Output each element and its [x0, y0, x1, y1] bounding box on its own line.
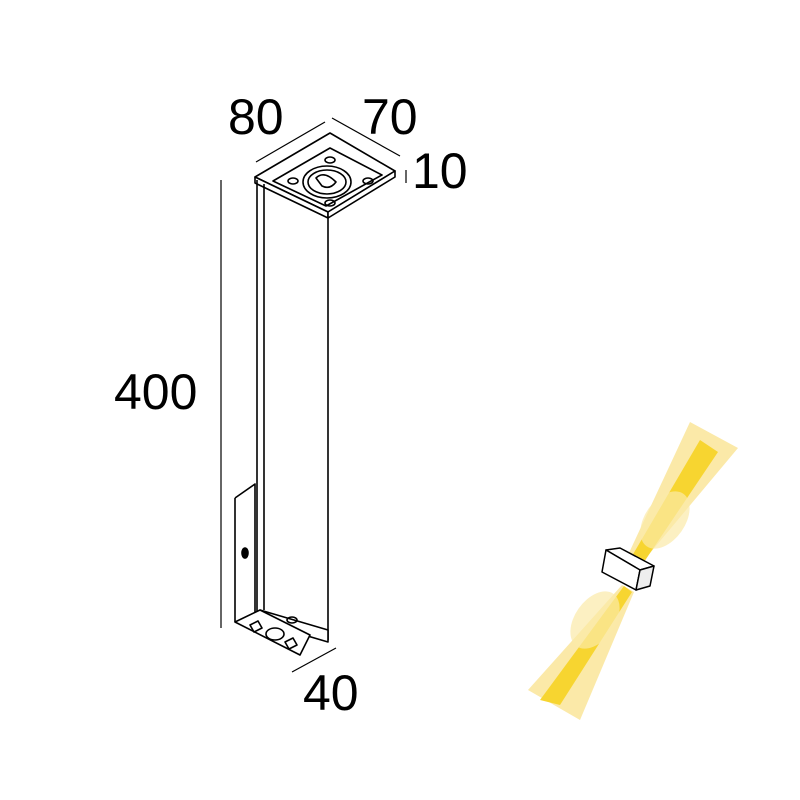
height-dimension-label: 400	[114, 364, 198, 420]
depth-dimension-label: 70	[362, 89, 418, 145]
body	[256, 180, 329, 643]
dimension-lines	[220, 117, 407, 673]
top-cap	[254, 132, 396, 219]
base-dimension-label: 40	[303, 665, 359, 721]
mounting-bracket	[234, 483, 311, 656]
width-dimension-label: 80	[228, 89, 284, 145]
up-down-light-beam-icon	[528, 422, 738, 720]
top-thickness-dimension-label: 10	[412, 143, 468, 199]
